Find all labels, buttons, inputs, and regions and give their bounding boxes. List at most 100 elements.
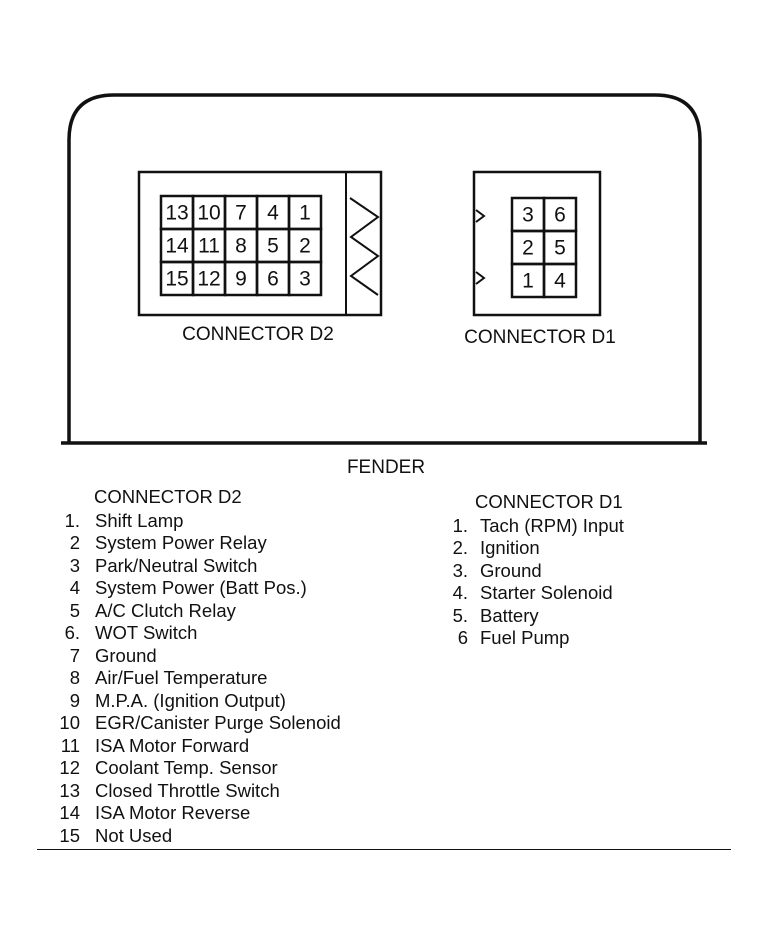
d2-legend-item: 4 System Power (Batt Pos.) [50,577,341,600]
d2-pin-number: 5 [267,235,279,258]
d2-legend-label: ISA Motor Forward [95,734,250,756]
d2-pin-number: 15 [165,268,188,291]
d2-legend-number: 9 [69,689,80,711]
d1-legend-number: 4. [452,582,468,603]
d2-legend-number: 6. [64,622,80,643]
d2-legend-number: 5 [69,599,80,621]
legend-d1-heading: CONNECTOR D1 [475,491,623,512]
d2-legend-item: 12 Coolant Temp. Sensor [50,757,341,780]
d2-pin-cell [287,260,323,297]
d2-legend-number: 14 [59,802,80,823]
d1-legend-item: 6 Fuel Pump [440,627,624,650]
connector-d2-latch-zigzag [349,197,380,296]
d2-pin-number: 4 [267,202,279,225]
d2-pin-number: 3 [299,268,311,291]
connector-d1-key-bottom [475,271,486,285]
d2-pin-number: 9 [235,268,247,291]
d2-pin-number: 12 [197,268,220,291]
d2-legend-label: Air/Fuel Temperature [95,667,268,688]
d1-legend-number: 5. [452,604,468,626]
d2-legend-item: 1.Shift Lamp [50,510,341,533]
d2-legend-label: A/C Clutch Relay [95,599,236,621]
d2-legend-item: 2 System Power Relay [50,532,341,555]
d2-legend-number: 13 [59,779,80,801]
d2-pin-number: 2 [299,235,311,258]
d2-pin-number: 11 [198,235,220,258]
connector-d1-caption: CONNECTOR D1 [464,327,616,348]
connector-d2-caption: CONNECTOR D2 [182,324,334,345]
d1-legend-item: 4. Starter Solenoid [440,582,624,605]
d1-legend-label: Ignition [480,537,540,558]
d2-legend-item: 9 M.P.A. (Ignition Output) [50,690,341,713]
d2-pin-number: 13 [165,202,188,225]
d1-pin-number: 5 [554,237,566,260]
d2-legend-item: 13 Closed Throttle Switch [50,780,341,803]
d2-legend-label: ISA Motor Reverse [95,802,251,823]
connector-d1-housing [472,170,602,317]
d1-legend-label: Battery [480,604,539,626]
d1-pin-cell [542,262,578,299]
d2-legend-number: 2 [69,532,80,553]
d1-legend-item: 1. Tach (RPM) Input [440,515,624,538]
legend-connector-d1: CONNECTOR D1 1. Tach (RPM) Input 2. Ignitio… [440,491,624,650]
legend-d2-heading: CONNECTOR D2 [94,486,242,507]
d2-legend-number: 12 [59,757,80,778]
d2-legend-label: Coolant Temp. Sensor [95,757,278,778]
legend-d1-list: 1. Tach (RPM) Input 2. Ignition 3. Ground 4. St… [440,515,624,650]
d2-legend-label: EGR/Canister Purge Solenoid [95,712,341,733]
d2-legend-item: 7 Ground [50,645,341,668]
d1-legend-number: 6 [457,627,468,648]
d2-legend-item: 6. WOT Switch [50,622,341,645]
connector-d2-housing [137,170,383,317]
d2-legend-number: 3 [69,554,80,576]
d1-pin-number: 1 [522,270,534,293]
d1-pin-number: 3 [522,204,534,227]
d1-legend-label: Fuel Pump [480,627,570,648]
d2-legend-label: System Power (Batt Pos.) [95,577,307,598]
d2-legend-number: 4 [69,577,80,598]
d2-legend-number: 1. [64,509,80,531]
d1-legend-item: 5. Battery [440,605,624,628]
bottom-rule [37,849,731,850]
d2-legend-label: M.P.A. (Ignition Output) [95,689,286,711]
d2-legend-item: 11 ISA Motor Forward [50,735,341,758]
d1-legend-number: 1. [452,514,468,536]
d1-pin-number: 2 [522,237,534,260]
d2-legend-item: 5 A/C Clutch Relay [50,600,341,623]
d1-legend-label: Tach (RPM) Input [480,514,624,536]
d2-legend-item: 14 ISA Motor Reverse [50,802,341,825]
d2-legend-label: WOT Switch [95,622,198,643]
d2-pin-number: 6 [267,268,279,291]
d1-legend-number: 3. [452,559,468,581]
d1-legend-number: 2. [452,537,468,558]
d2-legend-label: Ground [95,644,157,666]
d1-legend-item: 3. Ground [440,560,624,583]
d2-legend-number: 7 [69,644,80,666]
d2-pin-number: 7 [235,202,247,225]
d2-legend-number: 15 [59,824,80,846]
d2-pin-number: 1 [299,202,311,225]
d2-legend-label: Closed Throttle Switch [95,779,280,801]
d1-pin-number: 4 [554,270,566,293]
d2-pin-number: 10 [197,202,220,225]
d2-pin-number: 8 [235,235,247,258]
d2-legend-item: 15 Not Used [50,825,341,848]
d2-legend-number: 11 [60,734,80,756]
d2-pin-number: 14 [165,235,189,258]
d2-legend-label: System Power Relay [95,532,267,553]
d1-pin-number: 6 [554,204,566,227]
d1-legend-label: Ground [480,559,542,581]
enclosure-outline [67,93,702,442]
fender-label: FENDER [347,457,425,478]
d1-legend-item: 2. Ignition [440,537,624,560]
d2-legend-label: Not Used [95,824,173,846]
d2-legend-number: 8 [69,667,80,688]
d1-legend-label: Starter Solenoid [480,582,613,603]
d2-legend-number: 10 [59,712,80,733]
d2-legend-item: 10 EGR/Canister Purge Solenoid [50,712,341,735]
